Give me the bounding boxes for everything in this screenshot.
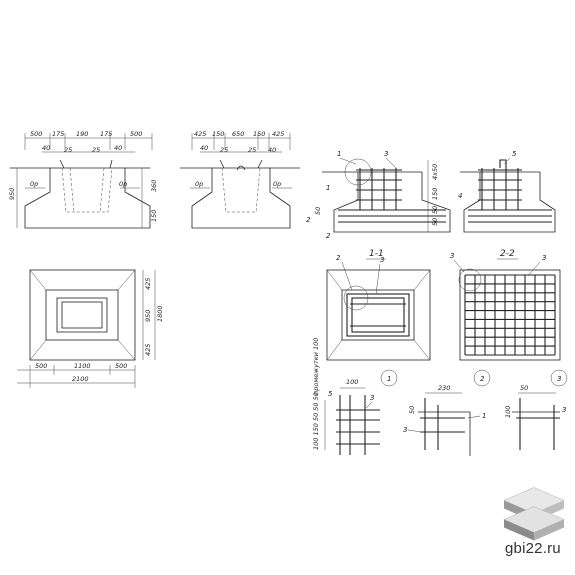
elev1-dim-1: 500 xyxy=(30,130,42,138)
elev1-level-left: 0р xyxy=(30,180,38,188)
reinf-callout-2a: 2 xyxy=(306,216,311,224)
elev1-level-right: 0р xyxy=(119,180,127,188)
elev2-dim-2: 150 xyxy=(212,130,224,138)
elev2-level-right: 0р xyxy=(273,180,281,188)
brand-site-label[interactable]: gbi22.ru xyxy=(505,540,561,557)
detail-1-callout-3: 3 xyxy=(370,394,374,402)
reinf-callout-2b: 2 xyxy=(326,232,331,240)
elev2-dim-5: 425 xyxy=(272,130,284,138)
elev1-height: 950 xyxy=(8,188,16,200)
elev2-subdim-2: 25 xyxy=(220,146,228,154)
elev2-dim-1: 425 xyxy=(194,130,206,138)
detail-3-callout-3: 3 xyxy=(562,406,566,414)
elev2-subdim-4: 40 xyxy=(268,146,276,154)
reinforcement-elevation: 1 3 1 2 2 50 4x50 150 50 50 5 4 xyxy=(306,150,556,240)
detail-1-dim: 100 xyxy=(346,378,358,386)
reinf-callout-4: 4 xyxy=(458,192,462,200)
detail-2-dim-2: 50 xyxy=(408,406,416,414)
detail-2-dim-1: 230 xyxy=(438,384,450,392)
plan-dim-1: 500 xyxy=(35,362,47,370)
elev1-dim-3: 190 xyxy=(76,130,88,138)
detail-1-number: 1 xyxy=(387,375,391,383)
plan-right-dim-1: 425 xyxy=(144,278,152,290)
reinf-callout-3: 3 xyxy=(384,150,388,158)
elev1-dim-5: 500 xyxy=(130,130,142,138)
elev1-dim-2: 175 xyxy=(52,130,64,138)
reinf-callout-1a: 1 xyxy=(337,150,341,158)
detail-1-callout-5: 5 xyxy=(328,390,333,398)
elev2-subdim-3: 25 xyxy=(248,146,256,154)
plan-view: 500 1100 500 2100 425 950 425 1800 xyxy=(17,269,164,388)
elev1-right-dim-2: 150 xyxy=(150,210,158,222)
plan-dim-2: 1100 xyxy=(74,362,91,370)
elev2-level-left: 0р xyxy=(195,180,203,188)
reinf-callout-1b: 1 xyxy=(326,184,330,192)
stacked-slabs-icon xyxy=(503,487,565,541)
elev1-dim-4: 175 xyxy=(100,130,112,138)
detail-1-spacing: 100 150 50 50 50 xyxy=(312,392,320,450)
plan-right-dim-3: 425 xyxy=(144,344,152,356)
elev1-subdim-1: 40 xyxy=(42,144,50,152)
detail-2-callout-1: 1 xyxy=(482,412,486,420)
reinf-right-dim-1: 4x50 xyxy=(431,164,439,180)
section-2-2-title: 2-2 xyxy=(500,249,515,259)
detail-2-number: 2 xyxy=(480,375,485,383)
sec22-callout-3b: 3 xyxy=(542,254,546,262)
sec22-callout-3a: 3 xyxy=(450,252,454,260)
elev1-right-dim-1: 360 xyxy=(150,180,158,192)
detail-1: 1 промежутки 100 100 150 50 50 50 100 5 … xyxy=(312,338,398,455)
reinf-right-dim-3: 50 xyxy=(431,206,439,214)
plan-right-dim-2: 950 xyxy=(144,310,152,322)
reinf-right-dim-4: 50 xyxy=(431,218,439,226)
detail-2-callout-3: 3 xyxy=(403,426,407,434)
detail-2: 2 230 50 1 3 xyxy=(403,369,491,456)
plan-dim-3: 500 xyxy=(115,362,127,370)
sec11-callout-2: 2 xyxy=(336,254,341,262)
elev2-subdim-1: 40 xyxy=(200,144,208,152)
sec11-callout-3: 3 xyxy=(380,256,384,264)
elev1-subdim-3: 25 xyxy=(92,146,100,154)
detail-3: 3 50 100 3 xyxy=(504,369,568,450)
mesh-grid xyxy=(464,274,556,356)
elevation-side: 425 150 650 150 425 40 25 25 40 0р 0р xyxy=(180,130,300,229)
section-1-1: 1-1 2 3 xyxy=(326,249,431,361)
section-2-2: 2-2 3 3 xyxy=(450,249,561,361)
elev2-dim-4: 150 xyxy=(253,130,265,138)
detail-3-dim-2: 100 xyxy=(504,406,512,418)
plan-overall-height: 1800 xyxy=(156,305,164,322)
detail-3-number: 3 xyxy=(557,375,561,383)
elev1-subdim-4: 40 xyxy=(114,144,122,152)
section-1-1-title: 1-1 xyxy=(369,249,384,259)
reinf-callout-5: 5 xyxy=(512,150,517,158)
detail-1-vertical-note: промежутки 100 xyxy=(312,338,320,395)
plan-overall-width: 2100 xyxy=(72,375,89,383)
reinf-right-dim-2: 150 xyxy=(431,188,439,200)
elevation-front: 500 175 190 175 500 40 25 25 40 0р 0р 95… xyxy=(8,130,158,229)
detail-3-dim-1: 50 xyxy=(520,384,528,392)
reinf-left-dim: 50 xyxy=(314,207,322,215)
elev1-subdim-2: 25 xyxy=(64,146,72,154)
elev2-dim-3: 650 xyxy=(232,130,244,138)
